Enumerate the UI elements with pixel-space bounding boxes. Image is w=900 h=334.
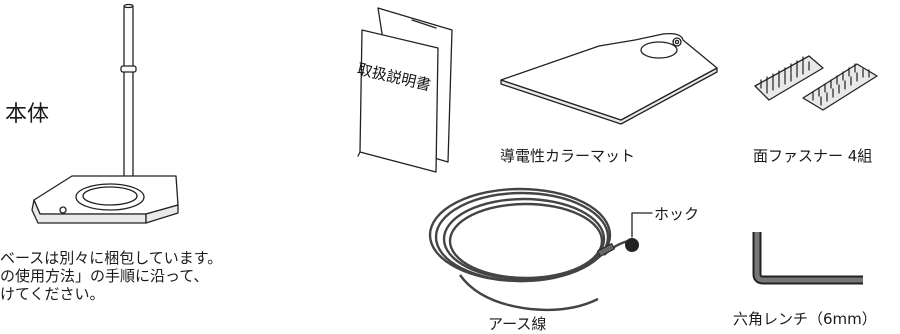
hook-label: ホック xyxy=(654,205,700,223)
wrench-figure: 六角レンチ（6mm） xyxy=(733,220,900,331)
note-line-3: けてください。 xyxy=(0,285,105,303)
mat-figure: 導電性カラーマット xyxy=(495,20,735,165)
coiled-cable-icon xyxy=(428,187,653,312)
main-body-label: 本体 xyxy=(5,102,50,127)
wrench-label: 六角レンチ（6mm） xyxy=(733,310,877,328)
stand-icon xyxy=(31,3,179,224)
manual-figure: 取扱説明書 xyxy=(340,0,470,180)
earth-wire-label: アース線 xyxy=(488,315,547,333)
main-body-figure: 本体 xyxy=(0,0,200,240)
fastener-figure: 面ファスナー 4組 xyxy=(745,30,895,180)
note-line-2: の使用方法」の手順に沿って、 xyxy=(0,267,209,285)
fastener-icon xyxy=(754,55,878,111)
mat-icon xyxy=(500,32,718,125)
hex-wrench-icon xyxy=(752,232,863,285)
booklet-icon xyxy=(357,7,453,173)
earth-wire-figure: ホック アース線 xyxy=(420,185,720,333)
packing-note: ベースは別々に梱包しています。 の使用方法」の手順に沿って、 けてください。 xyxy=(0,249,222,303)
fastener-label: 面ファスナー 4組 xyxy=(753,147,873,165)
mat-label: 導電性カラーマット xyxy=(500,147,636,165)
note-line-1: ベースは別々に梱包しています。 xyxy=(0,249,223,267)
